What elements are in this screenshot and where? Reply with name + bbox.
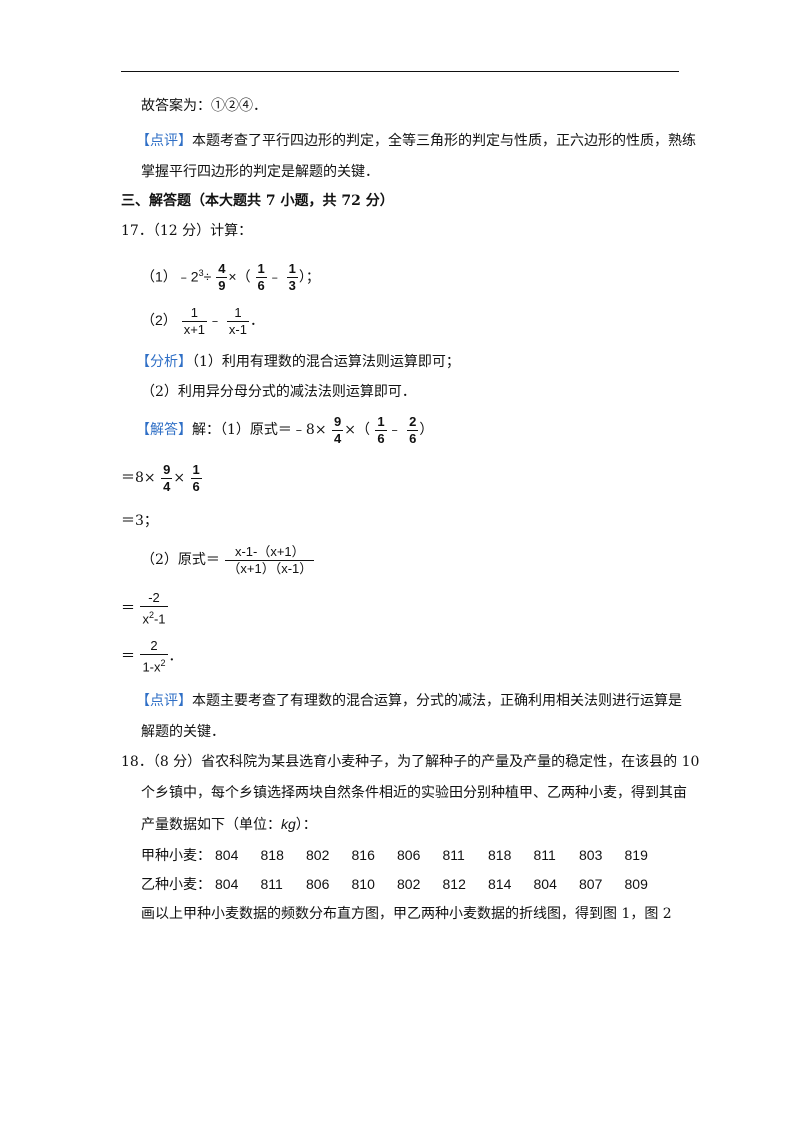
expr-text: ÷ [203,268,212,285]
unit: kg [281,816,296,832]
question-18-line-3: 产量数据如下（单位：kg）： [141,814,317,835]
data-value: 806 [397,847,421,863]
expr-text: ×（ [228,268,251,285]
review-1-line-2: 掌握平行四边形的判定是解题的关键． [141,164,379,180]
answer-line: 故答案为：①②④． [141,98,267,114]
expr-text: ﹣2 [176,268,199,285]
expr-text: × [173,470,186,486]
data-value: 819 [624,847,648,863]
part-label: （1） [141,268,177,285]
expr-text: ﹣ [387,422,402,438]
solution-line-3: ＝3； [121,513,158,529]
section-heading: 三、解答题（本大题共 7 小题，共 72 分） [121,193,394,209]
data-value: 806 [306,876,330,892]
data-value: 802 [306,847,330,863]
text: 产量数据如下（单位： [141,817,281,833]
data-value: 810 [351,876,375,892]
expr-text: （2）原式＝ [141,552,220,568]
expr-text: ． [249,312,264,328]
solution-line-4: （2）原式＝ x-1-（x+1）（x+1）（x-1） [141,542,315,578]
data-value: 807 [579,876,603,892]
data-value: 812 [442,876,466,892]
solution-tag: 【解答】 [136,422,192,438]
review-text: 本题考查了平行四边形的判定，全等三角形的判定与性质，正六边形的性质，熟练 [192,133,696,149]
analysis-line-2: （2）利用异分母分式的减法法则运算即可． [141,384,416,400]
question-17-stem: 17．（12 分）计算： [121,223,253,239]
review-tag: 【点评】 [136,133,192,149]
analysis-tag: 【分析】 [136,354,192,370]
review-2-line-2: 解题的关键． [141,724,225,740]
fraction: x-1-（x+1）（x+1）（x-1） [225,543,315,576]
row-label: 乙种小麦： [141,877,211,893]
data-value: 804 [215,847,239,863]
expr-text: ＝ [121,648,135,665]
review-1-line-1: 【点评】本题考查了平行四边形的判定，全等三角形的判定与性质，正六边形的性质，熟练 [136,131,696,151]
data-value: 804 [533,876,557,892]
expr-text: ﹣ [208,312,223,328]
expr-text: ＝ [121,600,135,617]
jia-data-row: 甲种小麦：804 818 802 816 806 811 818 811 803 819 [141,845,670,866]
expr-text: ． [168,648,183,665]
data-value: 811 [442,847,465,863]
question-18-line-2: 个乡镇中，每个乡镇选择两块自然条件相近的实验田分别种植甲、乙两种小麦，得到其亩 [141,785,687,801]
question-18-last-line: 画以上甲种小麦数据的频数分布直方图，甲乙两种小麦数据的折线图，得到图 1，图 2 [141,906,672,922]
text: ）： [295,817,317,833]
part-label: （2） [141,312,177,328]
data-value: 816 [351,847,375,863]
question-18-line-1: 18．（8 分）省农科院为某县选育小麦种子，为了解种子的产量及产量的稳定性，在该… [121,754,700,770]
expr-text: ） [419,422,434,438]
expr-text: ＝8× [121,470,156,486]
data-value: 811 [260,876,283,892]
expr-text: ×（ [344,422,370,438]
analysis-text: （1）利用有理数的混合运算法则运算即可； [192,354,460,370]
data-value: 802 [397,876,421,892]
data-value: 814 [488,876,512,892]
review-tag: 【点评】 [136,693,192,709]
analysis-line-1: 【分析】（1）利用有理数的混合运算法则运算即可； [136,352,460,372]
data-value: 818 [260,847,284,863]
expr-text: ）； [298,268,320,285]
expr-text: 解：（1）原式＝﹣8× [192,422,327,438]
data-value: 804 [215,876,239,892]
review-text: 本题主要考查了有理数的混合运算，分式的减法，正确利用相关法则进行运算是 [192,693,682,709]
header-rule [121,71,679,72]
data-value: 818 [488,847,512,863]
expr-text: ﹣ [267,268,282,285]
data-value: 811 [533,847,556,863]
data-value: 809 [624,876,648,892]
row-label: 甲种小麦： [141,848,211,864]
exponent: 3 [198,268,204,278]
data-value: 803 [579,847,603,863]
review-2-line-1: 【点评】本题主要考查了有理数的混合运算，分式的减法，正确利用相关法则进行运算是 [136,691,682,711]
